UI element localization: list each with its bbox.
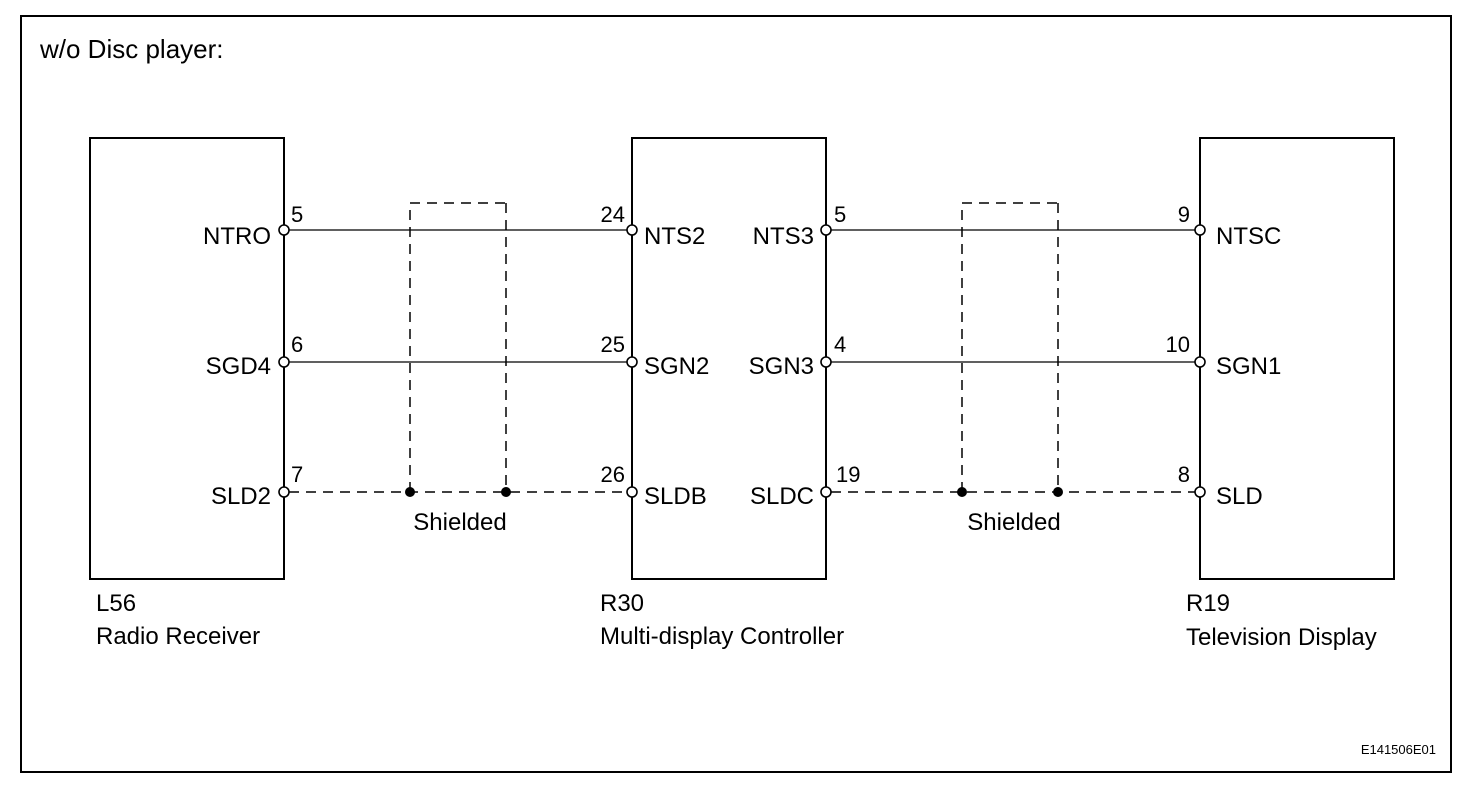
terminal-sld xyxy=(1194,486,1206,498)
shield-label-1: Shielded xyxy=(413,509,506,536)
diagram-frame xyxy=(20,15,1452,773)
terminal-ntsc xyxy=(1194,224,1206,236)
terminal-name-sgn2: SGN2 xyxy=(644,353,709,380)
shield-junction-dot xyxy=(1053,487,1063,497)
pin-number: 26 xyxy=(601,462,625,487)
terminal-sgn1 xyxy=(1194,356,1206,368)
terminal-sld2 xyxy=(278,486,290,498)
pin-number: 6 xyxy=(291,332,303,357)
pin-number: 24 xyxy=(601,202,625,227)
terminal-name-nts3: NTS3 xyxy=(753,223,814,250)
shield-label-2: Shielded xyxy=(967,509,1060,536)
pin-number: 8 xyxy=(1178,462,1190,487)
component-id-r30: R30 xyxy=(600,590,644,617)
shield-junction-dot xyxy=(957,487,967,497)
terminal-name-sld2: SLD2 xyxy=(211,483,271,510)
component-id-r19: R19 xyxy=(1186,590,1230,617)
shield-junction-dot xyxy=(501,487,511,497)
terminal-name-ntro: NTRO xyxy=(203,223,271,250)
terminal-sldc xyxy=(820,486,832,498)
component-id-l56: L56 xyxy=(96,590,136,617)
component-name-radio-receiver: Radio Receiver xyxy=(96,623,260,650)
terminal-name-sgn1: SGN1 xyxy=(1216,353,1281,380)
component-name-multi-display-controller: Multi-display Controller xyxy=(600,623,844,650)
terminal-sldb xyxy=(626,486,638,498)
pin-number: 7 xyxy=(291,462,303,487)
component-name-television-display: Television Display xyxy=(1186,624,1377,651)
terminal-nts2 xyxy=(626,224,638,236)
pin-number: 25 xyxy=(601,332,625,357)
terminal-sgn2 xyxy=(626,356,638,368)
terminal-name-nts2: NTS2 xyxy=(644,223,705,250)
terminal-name-sgn3: SGN3 xyxy=(749,353,814,380)
terminal-nts3 xyxy=(820,224,832,236)
terminal-sgn3 xyxy=(820,356,832,368)
pin-number: 4 xyxy=(834,332,846,357)
diagram-title: w/o Disc player: xyxy=(39,34,224,64)
pin-number: 19 xyxy=(836,462,860,487)
pin-number: 5 xyxy=(291,202,303,227)
shield-junction-dot xyxy=(405,487,415,497)
pin-number: 5 xyxy=(834,202,846,227)
terminal-name-sgd4: SGD4 xyxy=(206,353,271,380)
figure-code: E141506E01 xyxy=(1361,742,1436,757)
terminal-ntro xyxy=(278,224,290,236)
terminal-name-sldb: SLDB xyxy=(644,483,707,510)
terminal-name-ntsc: NTSC xyxy=(1216,223,1281,250)
pin-number: 9 xyxy=(1178,202,1190,227)
terminal-name-sldc: SLDC xyxy=(750,483,814,510)
pin-number: 10 xyxy=(1166,332,1190,357)
terminal-name-sld: SLD xyxy=(1216,483,1263,510)
terminal-sgd4 xyxy=(278,356,290,368)
